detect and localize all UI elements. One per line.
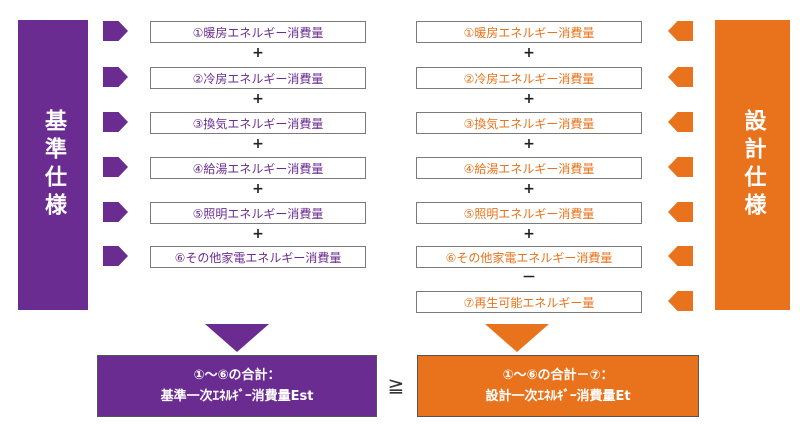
design-plus-operator: +: [523, 136, 535, 152]
standard-item-cooling: ②冷房エネルギー消費量: [150, 67, 366, 89]
standard-plus-operator: +: [252, 45, 264, 61]
design-item-lighting: ⑤照明エネルギー消費量: [416, 202, 642, 224]
design-result-line2: 設計一次ｴﾈﾙｷﾞｰ消費量Et: [485, 389, 631, 404]
design-pointer-arrow-icon: [668, 202, 693, 222]
standard-pointer-arrow-icon: [103, 67, 128, 87]
standard-down-arrow-icon: [205, 324, 269, 352]
standard-plus-operator: +: [252, 226, 264, 242]
standard-spec-title: 基準仕様: [41, 109, 66, 221]
design-pointer-arrow-icon: [668, 157, 693, 177]
design-pointer-arrow-icon: [668, 246, 693, 266]
comparison-symbol: ≧: [387, 373, 405, 397]
standard-result-line2: 基準一次ｴﾈﾙｷﾞｰ消費量Est: [160, 389, 314, 404]
design-pointer-arrow-icon: [668, 21, 693, 41]
standard-plus-operator: +: [252, 136, 264, 152]
design-result-line1: ①～⑥の合計－⑦：: [502, 368, 614, 383]
design-plus-operator: +: [523, 45, 535, 61]
design-down-arrow-icon: [485, 324, 549, 352]
standard-pointer-arrow-icon: [103, 112, 128, 132]
standard-item-lighting: ⑤照明エネルギー消費量: [150, 202, 366, 224]
design-item-hot-water: ④給湯エネルギー消費量: [416, 157, 642, 179]
standard-result-line1: ①～⑥の合計：: [193, 368, 281, 383]
design-pointer-arrow-icon: [668, 112, 693, 132]
standard-item-ventilation: ③換気エネルギー消費量: [150, 112, 366, 134]
standard-pointer-arrow-icon: [103, 21, 128, 41]
design-pointer-arrow-icon: [668, 67, 693, 87]
standard-spec-panel: 基準仕様: [18, 20, 88, 310]
design-plus-operator: +: [523, 226, 535, 242]
design-pointer-arrow-icon: [668, 291, 693, 311]
standard-item-heating: ①暖房エネルギー消費量: [150, 21, 366, 43]
design-item-renewable: ⑦再生可能エネルギー量: [416, 291, 642, 313]
design-item-cooling: ②冷房エネルギー消費量: [416, 67, 642, 89]
design-plus-operator: +: [523, 91, 535, 107]
design-item-ventilation: ③換気エネルギー消費量: [416, 112, 642, 134]
standard-pointer-arrow-icon: [103, 157, 128, 177]
design-plus-operator: +: [523, 181, 535, 197]
standard-plus-operator: +: [252, 181, 264, 197]
design-minus-operator: －: [522, 270, 536, 286]
standard-item-hot-water: ④給湯エネルギー消費量: [150, 157, 366, 179]
design-spec-title: 設計仕様: [740, 109, 766, 221]
standard-pointer-arrow-icon: [103, 246, 128, 266]
design-item-heating: ①暖房エネルギー消費量: [416, 21, 642, 43]
standard-item-other-appliances: ⑥その他家電エネルギー消費量: [150, 246, 366, 268]
standard-plus-operator: +: [252, 91, 264, 107]
design-spec-panel: 設計仕様: [715, 20, 790, 310]
design-item-other-appliances: ⑥その他家電エネルギー消費量: [416, 246, 642, 268]
standard-pointer-arrow-icon: [103, 202, 128, 222]
standard-result-box: ①～⑥の合計： 基準一次ｴﾈﾙｷﾞｰ消費量Est: [97, 355, 377, 417]
design-result-box: ①～⑥の合計－⑦： 設計一次ｴﾈﾙｷﾞｰ消費量Et: [417, 355, 699, 417]
